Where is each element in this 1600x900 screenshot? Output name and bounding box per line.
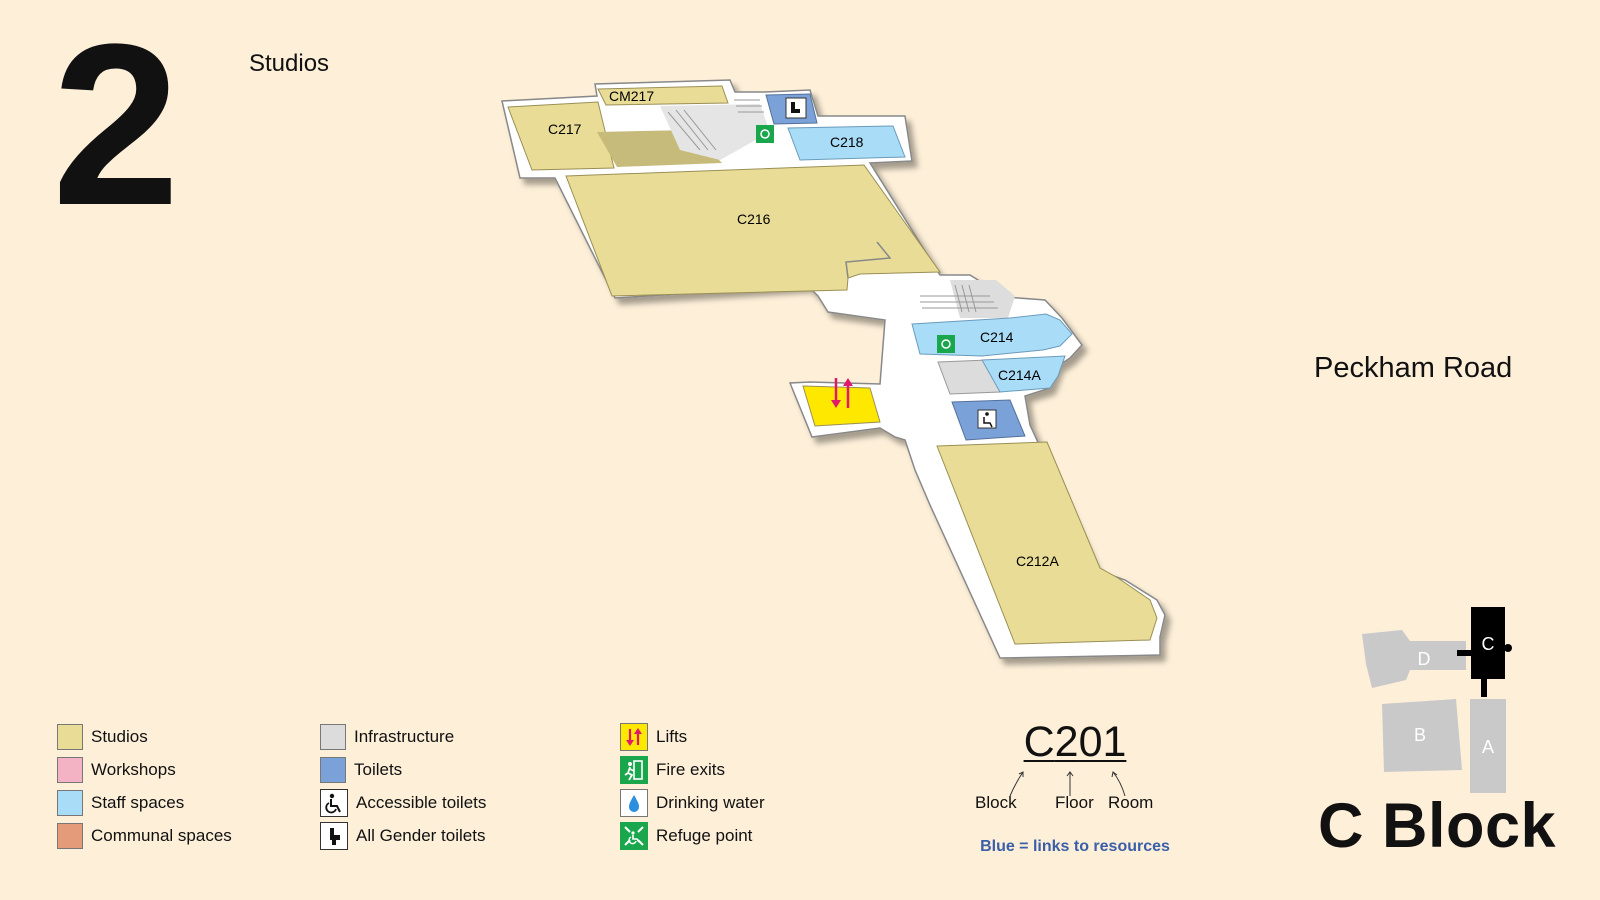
room-label-c214: C214 bbox=[980, 329, 1014, 345]
legend-item-toilets: Toilets bbox=[320, 753, 486, 786]
legend-item-all-gender-toilets: All Gender toilets bbox=[320, 819, 486, 852]
legend-label: All Gender toilets bbox=[356, 825, 486, 845]
legend-spaces: Studios Workshops Staff spaces Communal … bbox=[57, 720, 232, 852]
room-label-c218: C218 bbox=[830, 134, 864, 150]
room-code-room: 01 bbox=[1078, 718, 1127, 766]
stairs-central bbox=[920, 280, 1015, 318]
legend-item-communal: Communal spaces bbox=[57, 819, 232, 852]
legend-item-drinking-water: Drinking water bbox=[620, 786, 765, 819]
communal-swatch bbox=[57, 822, 83, 849]
toilet-north[interactable] bbox=[765, 93, 818, 125]
legend-facilities: Infrastructure Toilets Accessible toilet… bbox=[320, 720, 486, 852]
room-label-cm217: CM217 bbox=[609, 88, 654, 104]
legend-item-refuge-point: Refuge point bbox=[620, 819, 765, 852]
floor-label: Studios bbox=[249, 50, 330, 77]
accessible-toilet-icon bbox=[320, 788, 348, 817]
key-label-block: Block bbox=[975, 793, 1017, 812]
room-c214a[interactable]: C214A bbox=[981, 355, 1066, 393]
legend-label: Workshops bbox=[91, 759, 176, 779]
room-label-c212a: C212A bbox=[1016, 553, 1059, 569]
stairs-north bbox=[660, 99, 770, 160]
room-c218[interactable]: C218 bbox=[787, 125, 906, 161]
accessible-toilet-central[interactable] bbox=[951, 399, 1026, 441]
room-label-c214a: C214A bbox=[998, 367, 1041, 383]
legend-label: Fire exits bbox=[656, 759, 725, 779]
legend-item-studios: Studios bbox=[57, 720, 232, 753]
legend-label: Studios bbox=[91, 726, 148, 746]
floor-number: 2 bbox=[52, 0, 180, 253]
legend-label: Infrastructure bbox=[354, 726, 455, 746]
drinking-water-icon bbox=[620, 788, 648, 817]
room-code-floor: 2 bbox=[1054, 718, 1079, 766]
legend-item-accessible-toilets: Accessible toilets bbox=[320, 786, 486, 819]
staff-swatch bbox=[57, 789, 83, 816]
legend-label: Lifts bbox=[656, 726, 688, 746]
legend-label: Staff spaces bbox=[91, 792, 185, 812]
resources-note[interactable]: Blue = links to resources bbox=[980, 838, 1170, 855]
legend-label: Communal spaces bbox=[91, 825, 232, 845]
legend-label: Drinking water bbox=[656, 792, 765, 812]
key-label-floor: Floor bbox=[1055, 793, 1094, 812]
legend-label: Refuge point bbox=[656, 825, 753, 845]
key-arrows bbox=[1009, 771, 1126, 797]
room-c212a[interactable]: C212A bbox=[936, 441, 1158, 645]
legend-item-workshops: Workshops bbox=[57, 753, 232, 786]
legend-item-staff: Staff spaces bbox=[57, 786, 232, 819]
room-code-example: C201 bbox=[975, 718, 1175, 767]
refuge-point-icon bbox=[620, 821, 648, 850]
legend-item-fire-exits: Fire exits bbox=[620, 753, 765, 786]
all-gender-toilet-icon bbox=[320, 821, 348, 850]
legend-item-infrastructure: Infrastructure bbox=[320, 720, 486, 753]
street-name: Peckham Road bbox=[1314, 352, 1513, 384]
legend-services: Lifts Fire exits Drinking water Refuge p… bbox=[620, 720, 765, 852]
room-cm217[interactable]: CM217 bbox=[597, 85, 729, 106]
fire-exit-icon bbox=[620, 755, 648, 784]
legend-label: Accessible toilets bbox=[356, 792, 487, 812]
legend-label: Toilets bbox=[354, 759, 403, 779]
fire-exit-north[interactable] bbox=[756, 125, 774, 143]
room-label-c217: C217 bbox=[548, 121, 582, 137]
key-label-room: Room bbox=[1108, 793, 1154, 812]
lift[interactable] bbox=[802, 378, 881, 427]
toilets-swatch bbox=[320, 756, 346, 783]
room-c217[interactable]: C217 bbox=[507, 101, 722, 171]
room-code-block: C bbox=[1023, 718, 1055, 766]
room-label-c216: C216 bbox=[737, 211, 771, 227]
workshops-swatch bbox=[57, 756, 83, 783]
block-title: C Block bbox=[1318, 791, 1557, 861]
studios-swatch bbox=[57, 723, 83, 750]
lift-icon bbox=[620, 722, 648, 751]
room-c216[interactable]: C216 bbox=[565, 164, 941, 297]
legend-item-lifts: Lifts bbox=[620, 720, 765, 753]
fire-exit-central[interactable] bbox=[937, 335, 955, 353]
infrastructure-swatch bbox=[320, 723, 346, 750]
